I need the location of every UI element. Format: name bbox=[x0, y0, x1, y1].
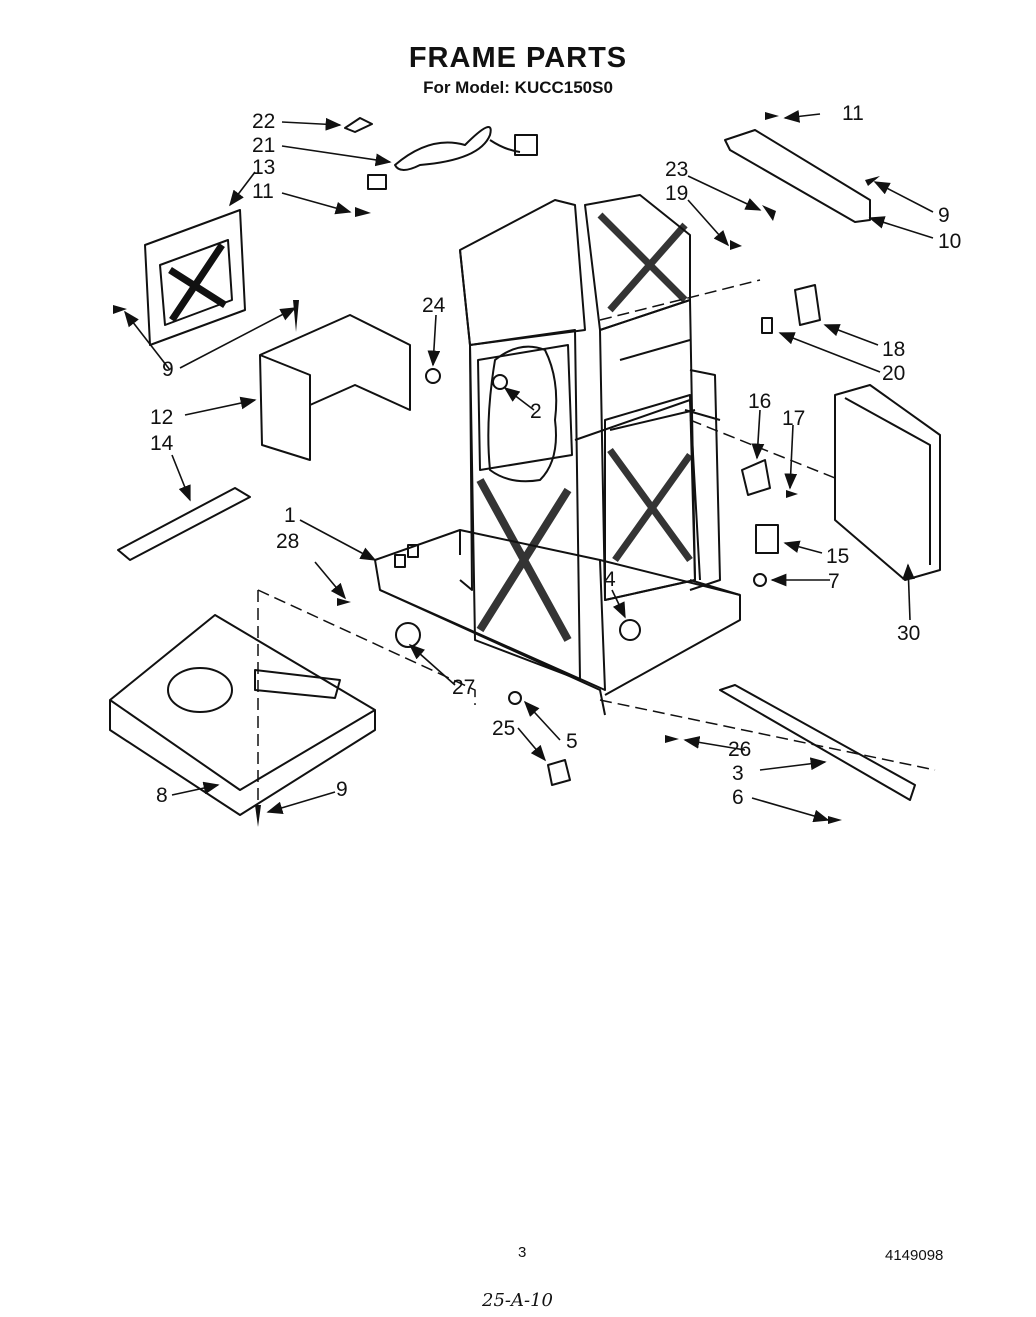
grommet-4 bbox=[619, 619, 641, 641]
screw-17 bbox=[786, 490, 798, 498]
screw-11-top bbox=[765, 112, 779, 120]
hinge-25 bbox=[547, 759, 571, 786]
handwritten-note: 25-A-10 bbox=[482, 1290, 553, 1311]
callout-12: 12 bbox=[150, 406, 173, 429]
screw-9-bottom bbox=[255, 805, 261, 827]
screw-9-left bbox=[113, 305, 127, 314]
bracket-10 bbox=[724, 129, 871, 223]
callout-17: 17 bbox=[782, 407, 805, 430]
callout-18: 18 bbox=[882, 338, 905, 361]
callout-1: 1 bbox=[284, 504, 296, 527]
page-number: 3 bbox=[518, 1244, 527, 1261]
callout-27: 27 bbox=[452, 676, 475, 699]
nut-24 bbox=[425, 368, 441, 384]
callout-13: 13 bbox=[252, 156, 275, 179]
screw-9-top bbox=[865, 176, 880, 186]
callout-19: 19 bbox=[665, 182, 688, 205]
callout-22: 22 bbox=[252, 110, 275, 133]
strip-14 bbox=[117, 487, 251, 561]
screw-9-mid bbox=[293, 300, 299, 332]
clip-22 bbox=[344, 117, 373, 133]
callout-11-left: 11 bbox=[252, 180, 274, 203]
document-number: 4149098 bbox=[885, 1247, 944, 1264]
screw-23 bbox=[762, 205, 776, 221]
cover-12 bbox=[259, 314, 411, 461]
screw-26 bbox=[665, 735, 679, 743]
callout-23: 23 bbox=[665, 158, 688, 181]
callout-16: 16 bbox=[748, 390, 771, 413]
leader-arrows bbox=[124, 110, 934, 823]
callout-26: 26 bbox=[728, 738, 751, 761]
callout-4: 4 bbox=[604, 568, 616, 591]
screw-28 bbox=[337, 598, 351, 606]
motor-27 bbox=[395, 622, 421, 648]
callout-21: 21 bbox=[252, 134, 275, 157]
rail-3 bbox=[719, 684, 916, 801]
screws bbox=[113, 112, 880, 827]
callout-8: 8 bbox=[156, 784, 168, 807]
callout-2: 2 bbox=[530, 400, 542, 423]
callout-9-left: 9 bbox=[162, 358, 174, 381]
callout-5: 5 bbox=[566, 730, 578, 753]
callout-30: 30 bbox=[897, 622, 920, 645]
callout-6: 6 bbox=[732, 786, 744, 809]
switch-18 bbox=[794, 284, 821, 326]
callout-20: 20 bbox=[882, 362, 905, 385]
switch-16 bbox=[741, 459, 771, 496]
side-panel-13 bbox=[144, 209, 246, 346]
model-subtitle: For Model: KUCC150S0 bbox=[423, 78, 613, 97]
callout-14: 14 bbox=[150, 432, 174, 455]
bottom-pan-8 bbox=[109, 614, 376, 816]
callout-11-top: 11 bbox=[842, 102, 864, 125]
power-cord-21 bbox=[367, 126, 538, 190]
screw-19 bbox=[730, 240, 742, 250]
door-panel-30 bbox=[834, 384, 941, 581]
callout-3: 3 bbox=[732, 762, 744, 785]
screw-11-left bbox=[355, 207, 371, 217]
callout-24: 24 bbox=[422, 294, 446, 317]
page-title: FRAME PARTS bbox=[408, 42, 628, 74]
callout-28: 28 bbox=[276, 530, 299, 553]
nut-5 bbox=[508, 691, 522, 705]
callout-25: 25 bbox=[492, 717, 515, 740]
callout-9-bottom: 9 bbox=[336, 778, 348, 801]
callout-15: 15 bbox=[826, 545, 849, 568]
screw-6 bbox=[828, 816, 842, 824]
callout-9-right: 9 bbox=[938, 204, 950, 227]
callout-10: 10 bbox=[938, 230, 961, 253]
cabinet-frame bbox=[374, 194, 741, 716]
tab-20 bbox=[761, 317, 773, 334]
switch-15 bbox=[755, 524, 779, 554]
assembly-guide-lines bbox=[257, 279, 936, 820]
callout-7: 7 bbox=[828, 570, 840, 593]
nut-7 bbox=[753, 573, 767, 587]
